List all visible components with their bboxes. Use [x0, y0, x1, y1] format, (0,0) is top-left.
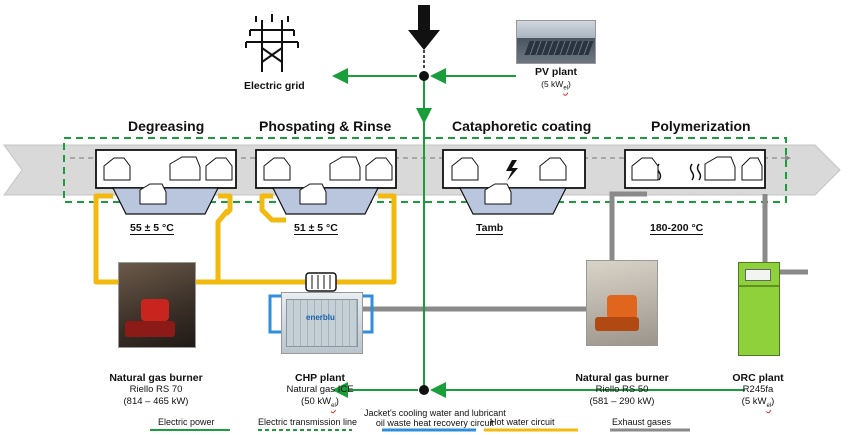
- temp-polymerization: 180-200 °C: [650, 222, 704, 235]
- orc-label: ORC plant R245fa (5 kWel): [732, 372, 784, 409]
- legend-jacket-circuit: Jacket's cooling water and lubricant oil…: [364, 408, 506, 428]
- heat-exchanger-icon: [305, 272, 337, 292]
- grid-junction-dot: [419, 71, 429, 81]
- car-parts: [103, 156, 763, 205]
- orc-plant-photo: [738, 262, 780, 356]
- electric-grid-label: Electric grid: [244, 80, 305, 92]
- temp-cataphoretic: Tamb: [476, 222, 504, 235]
- burner2-label: Natural gas burner Riello RS 50 (581 – 2…: [575, 372, 669, 407]
- chp-brand-label: enerblu: [306, 313, 335, 322]
- chp-plant-photo: enerblu: [281, 292, 363, 354]
- legend-transmission-line: Electric transmission line: [258, 417, 358, 427]
- chp-junction-dot: [419, 385, 429, 395]
- power-input-arrow-icon: [408, 5, 440, 68]
- legend-electric-power: Electric power: [158, 417, 215, 427]
- chp-label: CHP plant Natural gas ICE (50 kWel): [286, 372, 354, 409]
- electric-lines: [332, 68, 745, 398]
- legend-exhaust: Exhaust gases: [612, 417, 672, 427]
- pv-plant-label: PV plant (5 kWel): [534, 66, 577, 92]
- electric-grid-icon: [245, 14, 299, 72]
- temp-degreasing: 55 ± 5 °C: [130, 222, 174, 235]
- burner1-label: Natural gas burner Riello RS 70 (814 – 4…: [109, 372, 203, 407]
- pv-plant-photo: [516, 20, 596, 64]
- exhaust-gas-lines: [360, 191, 808, 312]
- stage-polymerization: Polymerization: [651, 118, 751, 134]
- stage-cataphoretic: Cataphoretic coating: [452, 118, 592, 134]
- temp-phosphating: 51 ± 5 °C: [294, 222, 338, 235]
- stage-degreasing: Degreasing: [128, 118, 205, 134]
- burner2-photo: [586, 260, 658, 346]
- burner1-photo: [118, 262, 196, 348]
- legend-hot-water: Hot water circuit: [490, 417, 555, 427]
- stage-phosphating: Phospating & Rinse: [259, 118, 392, 134]
